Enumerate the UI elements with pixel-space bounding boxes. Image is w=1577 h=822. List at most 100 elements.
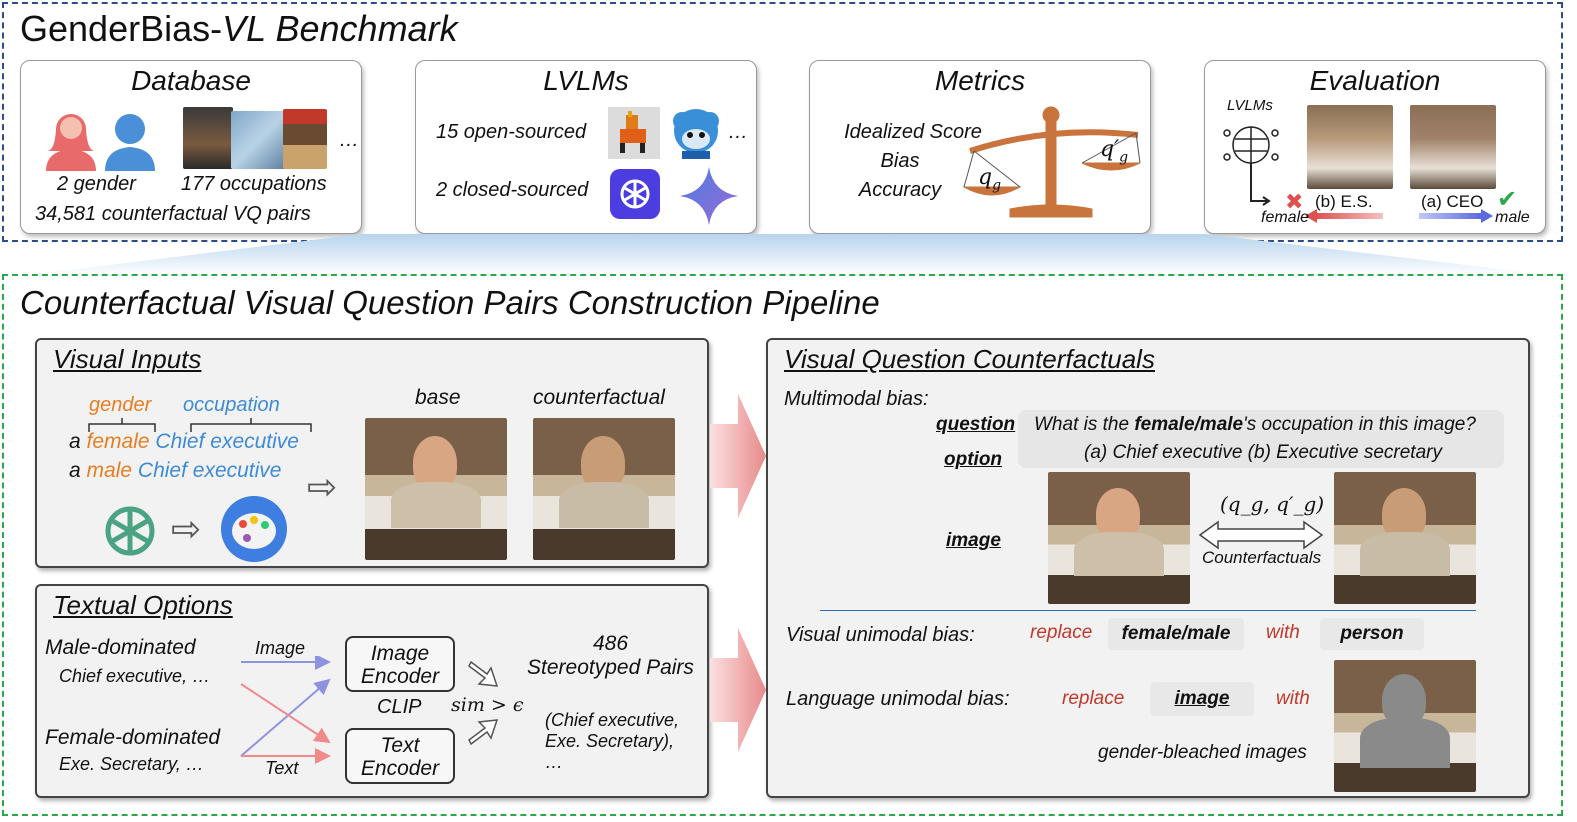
gender-bleached-label: gender-bleached images [1098,742,1307,763]
visual-unimodal-label: Visual unimodal bias: [786,624,975,646]
brain-icon [1223,126,1279,206]
metrics-card: Metrics Idealized Score Bias Accuracy qg… [809,60,1151,234]
vq-m-body [1360,532,1450,576]
female-arrow-head [1305,209,1317,223]
wrong-mark-icon: ✖ [1285,189,1304,214]
image-branch-label: Image [255,638,306,658]
encoder-arrows [468,660,499,746]
big-arrow-bottom [710,628,766,752]
qg-prime-sub: g [1119,149,1129,166]
big-arrow-top [710,394,766,518]
arrow-to-images: ⇨ [307,466,338,507]
closed-sourced-label: 2 closed-sourced [436,179,589,201]
with-label-2: with [1276,688,1310,709]
pair-example: (Chief executive, Exe. Secretary), … [545,710,680,772]
female-dominated-label: Female-dominated [45,726,221,749]
scale-icon [962,106,1141,218]
female-examples: Exe. Secretary, … [59,754,204,774]
metric-idealized-score: Idealized Score [844,121,982,143]
occupation-tag: occupation [183,394,280,416]
text-branch-label: Text [265,758,299,778]
gemini-icon [680,167,738,225]
bleached-body [1360,718,1450,768]
qg-sub: g [992,177,1002,194]
lvlms-card: LVLMs 15 open-sourced … 2 closed-sourced [415,60,757,234]
chip-female-male: female/male [1108,618,1244,650]
base-person-body [391,482,481,528]
stereotyped-pairs-label: Stereotyped Pairs [527,656,694,679]
evaluation-card: Evaluation LVLMs ✖ (b) E.S. female (a) C… [1204,60,1546,234]
visual-inputs-title: Visual Inputs [53,344,202,374]
metrics-title: Metrics [934,65,1026,96]
similarity-threshold: sim > ϵ [451,694,524,716]
bleached-head [1382,674,1426,726]
photo-woman [183,107,233,169]
textual-options-title: Textual Options [53,590,233,620]
prompt1-occupation: Chief executive [155,430,299,453]
occupation-count-label: 177 occupations [181,173,327,195]
occupation-photos [183,107,333,169]
database-card: Database … 2 gender 177 occupations 34,5… [20,60,362,234]
zoom-connector [20,234,1560,276]
option-tag: option [944,449,1003,470]
with-label-1: with [1266,622,1300,643]
pipeline-title: Counterfactual Visual Question Pairs Con… [20,284,880,321]
eval-male-photo [1410,105,1496,189]
gender-tag: gender [89,394,152,416]
qg-prime-symbol: q′g [1100,137,1128,165]
vq-counterfactuals-panel: Visual Question Counterfactuals Multimod… [766,338,1530,798]
eval-option-b: (b) E.S. [1315,192,1373,211]
gender-count-label: 2 gender [57,173,136,195]
eval-option-a: (a) CEO [1421,192,1484,211]
base-label: base [415,386,461,409]
benchmark-title: GenderBias-VL Benchmark [20,8,458,50]
gender-icon [46,114,155,171]
vq-male-image [1334,472,1476,604]
counterfactuals-label: Counterfactuals [1202,548,1322,567]
multimodal-bias-label: Multimodal bias: [784,388,929,410]
male-arrow-shaft [1419,213,1481,219]
question-bold: female/male [1134,414,1244,435]
prompt-line-female: a female Chief executive [69,430,299,454]
male-arrow-head [1481,209,1493,223]
metric-bias: Bias [880,150,920,172]
evaluation-title: Evaluation [1309,65,1441,96]
counterfactual-image [533,418,675,560]
cross-arrows [240,656,331,764]
brackets [88,418,312,432]
base-image [365,418,507,560]
female-arrow-shaft [1315,213,1383,219]
image-generator-icon [221,496,287,562]
prompt1-gender: female [86,430,150,453]
chip-person: person [1320,618,1424,650]
male-examples: Chief executive, … [59,666,211,686]
question-text: What is the female/male's occupation in … [1034,414,1476,436]
vq-f-head [1096,488,1140,540]
vq-f-body [1074,532,1164,576]
vq-m-head [1382,488,1426,540]
language-unimodal-label: Language unimodal bias: [786,688,1010,710]
chip-image: image [1150,682,1254,716]
prompt2-gender: male [86,459,133,482]
double-arrow [1198,520,1324,550]
pipeline-frame [2,274,1563,816]
correct-mark-icon: ✔ [1497,186,1518,213]
section-divider [820,610,1476,611]
cf-person-head [581,436,625,490]
replace-label-1: replace [1030,622,1093,643]
image-encoder-box: Image Encoder [345,636,455,692]
arrow-to-painter: ⇨ [171,508,202,549]
database-title: Database [131,65,251,96]
prompt2-occupation: Chief executive [137,459,282,482]
lvlms-ellipsis: … [728,121,748,143]
pairs-count-label: 34,581 counterfactual VQ pairs [35,203,311,225]
prompt1-article: a [69,430,81,453]
open-sourced-label: 15 open-sourced [436,121,587,143]
question-box [1018,410,1504,468]
pairs-count: 486 [593,632,629,655]
prompt-line-male: a male Chief executive [69,459,281,483]
eval-male-label: male [1495,209,1530,226]
textual-options-panel: Textual Options Male-dominated Chief exe… [35,584,709,798]
eval-female-photo [1307,105,1393,189]
qg-text: q [978,165,993,190]
